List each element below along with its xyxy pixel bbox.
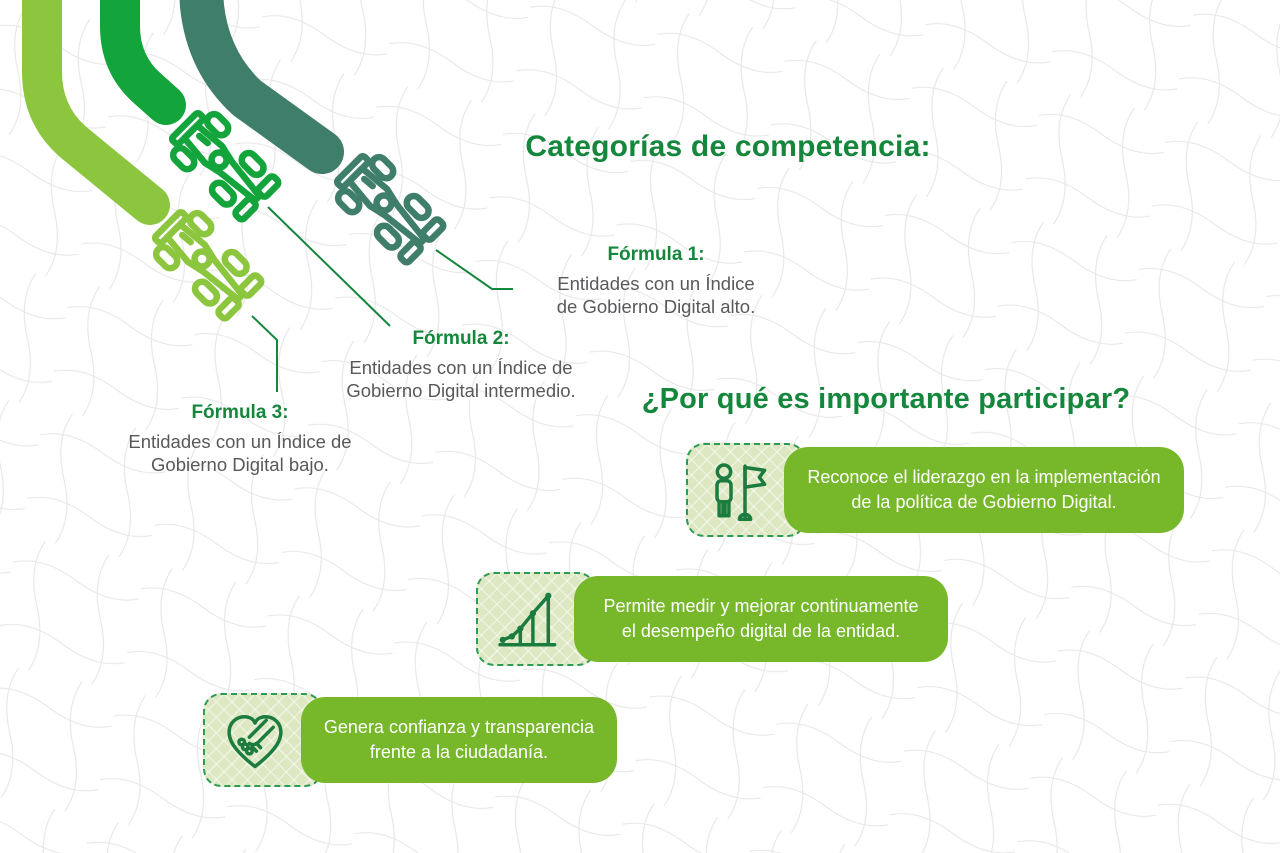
race-car-formula3-icon xyxy=(145,202,265,322)
benefit-text: Permite medir y mejorar continuamente el… xyxy=(574,576,948,662)
track-stripe-light xyxy=(22,0,170,225)
formula-3-block: Fórmula 3: Entidades con un Índice de Go… xyxy=(90,402,390,476)
growth-chart-icon xyxy=(498,592,557,647)
formula-3-line: Entidades con un Índice de xyxy=(128,431,352,452)
person-flag-icon xyxy=(715,463,767,522)
benefit-line: de la política de Gobierno Digital. xyxy=(851,492,1117,512)
benefit-line: Genera confianza y transparencia xyxy=(323,717,595,737)
race-car-formula1-icon xyxy=(327,146,447,266)
benefit-text: Genera confianza y transparencia frente … xyxy=(301,697,617,783)
formula-1-block: Fórmula 1: Entidades con un Índice de Go… xyxy=(506,244,806,318)
race-car-formula2-icon xyxy=(162,103,282,223)
benefit-line: frente a la ciudadanía. xyxy=(369,742,549,762)
track-stripe-teal xyxy=(179,0,344,174)
heart-handshake-icon xyxy=(227,715,283,769)
formula-1-line: Entidades con un Índice xyxy=(557,273,755,294)
leader-line-formula3 xyxy=(251,315,278,392)
formula-2-block: Fórmula 2: Entidades con un Índice de Go… xyxy=(311,328,611,402)
why-participate-title: ¿Por qué es importante participar? xyxy=(641,383,1131,415)
formula-3-line: Gobierno Digital bajo. xyxy=(151,454,329,475)
leader-line-formula1 xyxy=(435,249,513,290)
benefit-line: Reconoce el liderazgo en la implementaci… xyxy=(807,467,1161,487)
formula-2-line: Entidades con un Índice de xyxy=(349,357,573,378)
formula-1-line: de Gobierno Digital alto. xyxy=(556,296,756,317)
leader-line-formula2 xyxy=(267,206,391,327)
benefit-line: el desempeño digital de la entidad. xyxy=(621,621,901,641)
benefit-text: Reconoce el liderazgo en la implementaci… xyxy=(784,447,1184,533)
formula-2-label: Fórmula 2: xyxy=(412,328,510,349)
track-stripe-medium xyxy=(100,0,186,125)
formula-2-line: Gobierno Digital intermedio. xyxy=(346,380,576,401)
categories-title: Categorías de competencia: xyxy=(525,130,931,163)
formula-3-label: Fórmula 3: xyxy=(191,402,289,423)
formula-1-label: Fórmula 1: xyxy=(607,244,705,265)
benefit-line: Permite medir y mejorar continuamente xyxy=(603,596,919,616)
